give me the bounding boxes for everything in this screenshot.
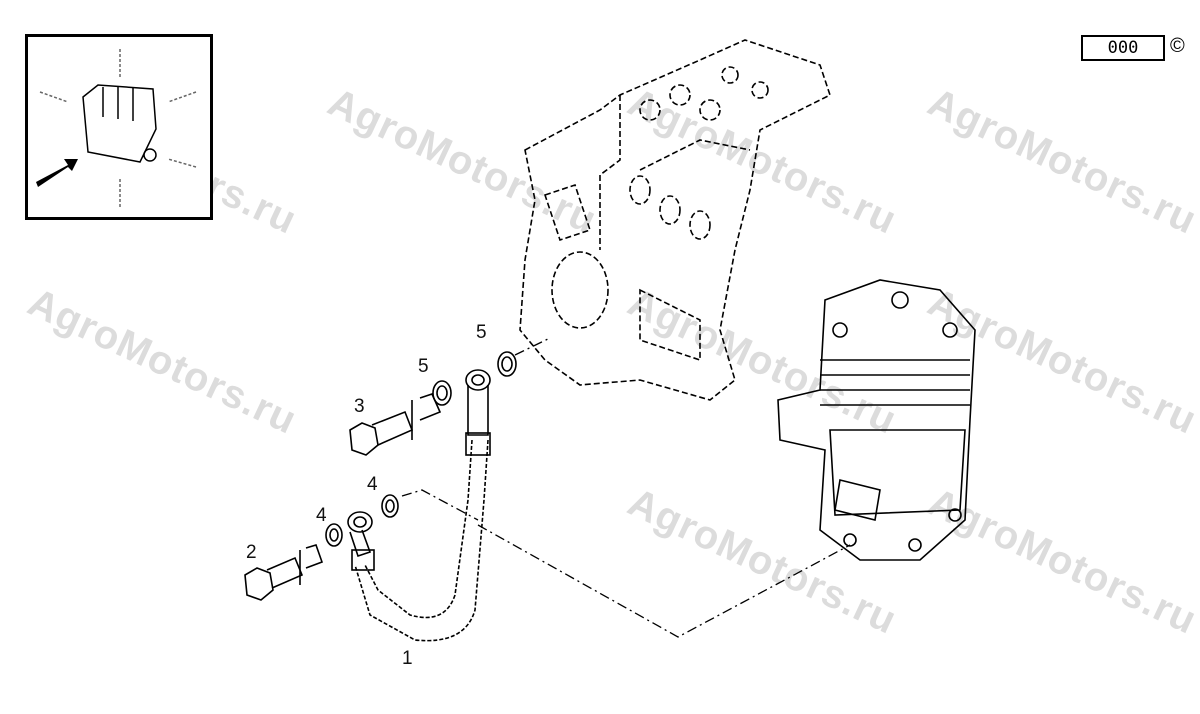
engine-orientation-icon [36, 49, 197, 207]
callout-2: 2 [246, 542, 257, 563]
callout-4: 4 [316, 505, 327, 526]
copyright-symbol: © [1170, 35, 1185, 57]
callout-5: 5 [476, 322, 487, 343]
engine-block [519, 39, 831, 401]
page-code-box: 000 [1081, 35, 1165, 61]
washers [325, 351, 517, 547]
leader-lines [401, 337, 851, 638]
callout-1: 1 [402, 648, 413, 669]
bolts [244, 393, 442, 601]
air-compressor [777, 279, 976, 561]
hose [347, 369, 491, 642]
callout-4: 4 [367, 474, 378, 495]
orientation-inset [25, 34, 213, 220]
callout-3: 3 [354, 396, 365, 417]
callout-5: 5 [418, 356, 429, 377]
